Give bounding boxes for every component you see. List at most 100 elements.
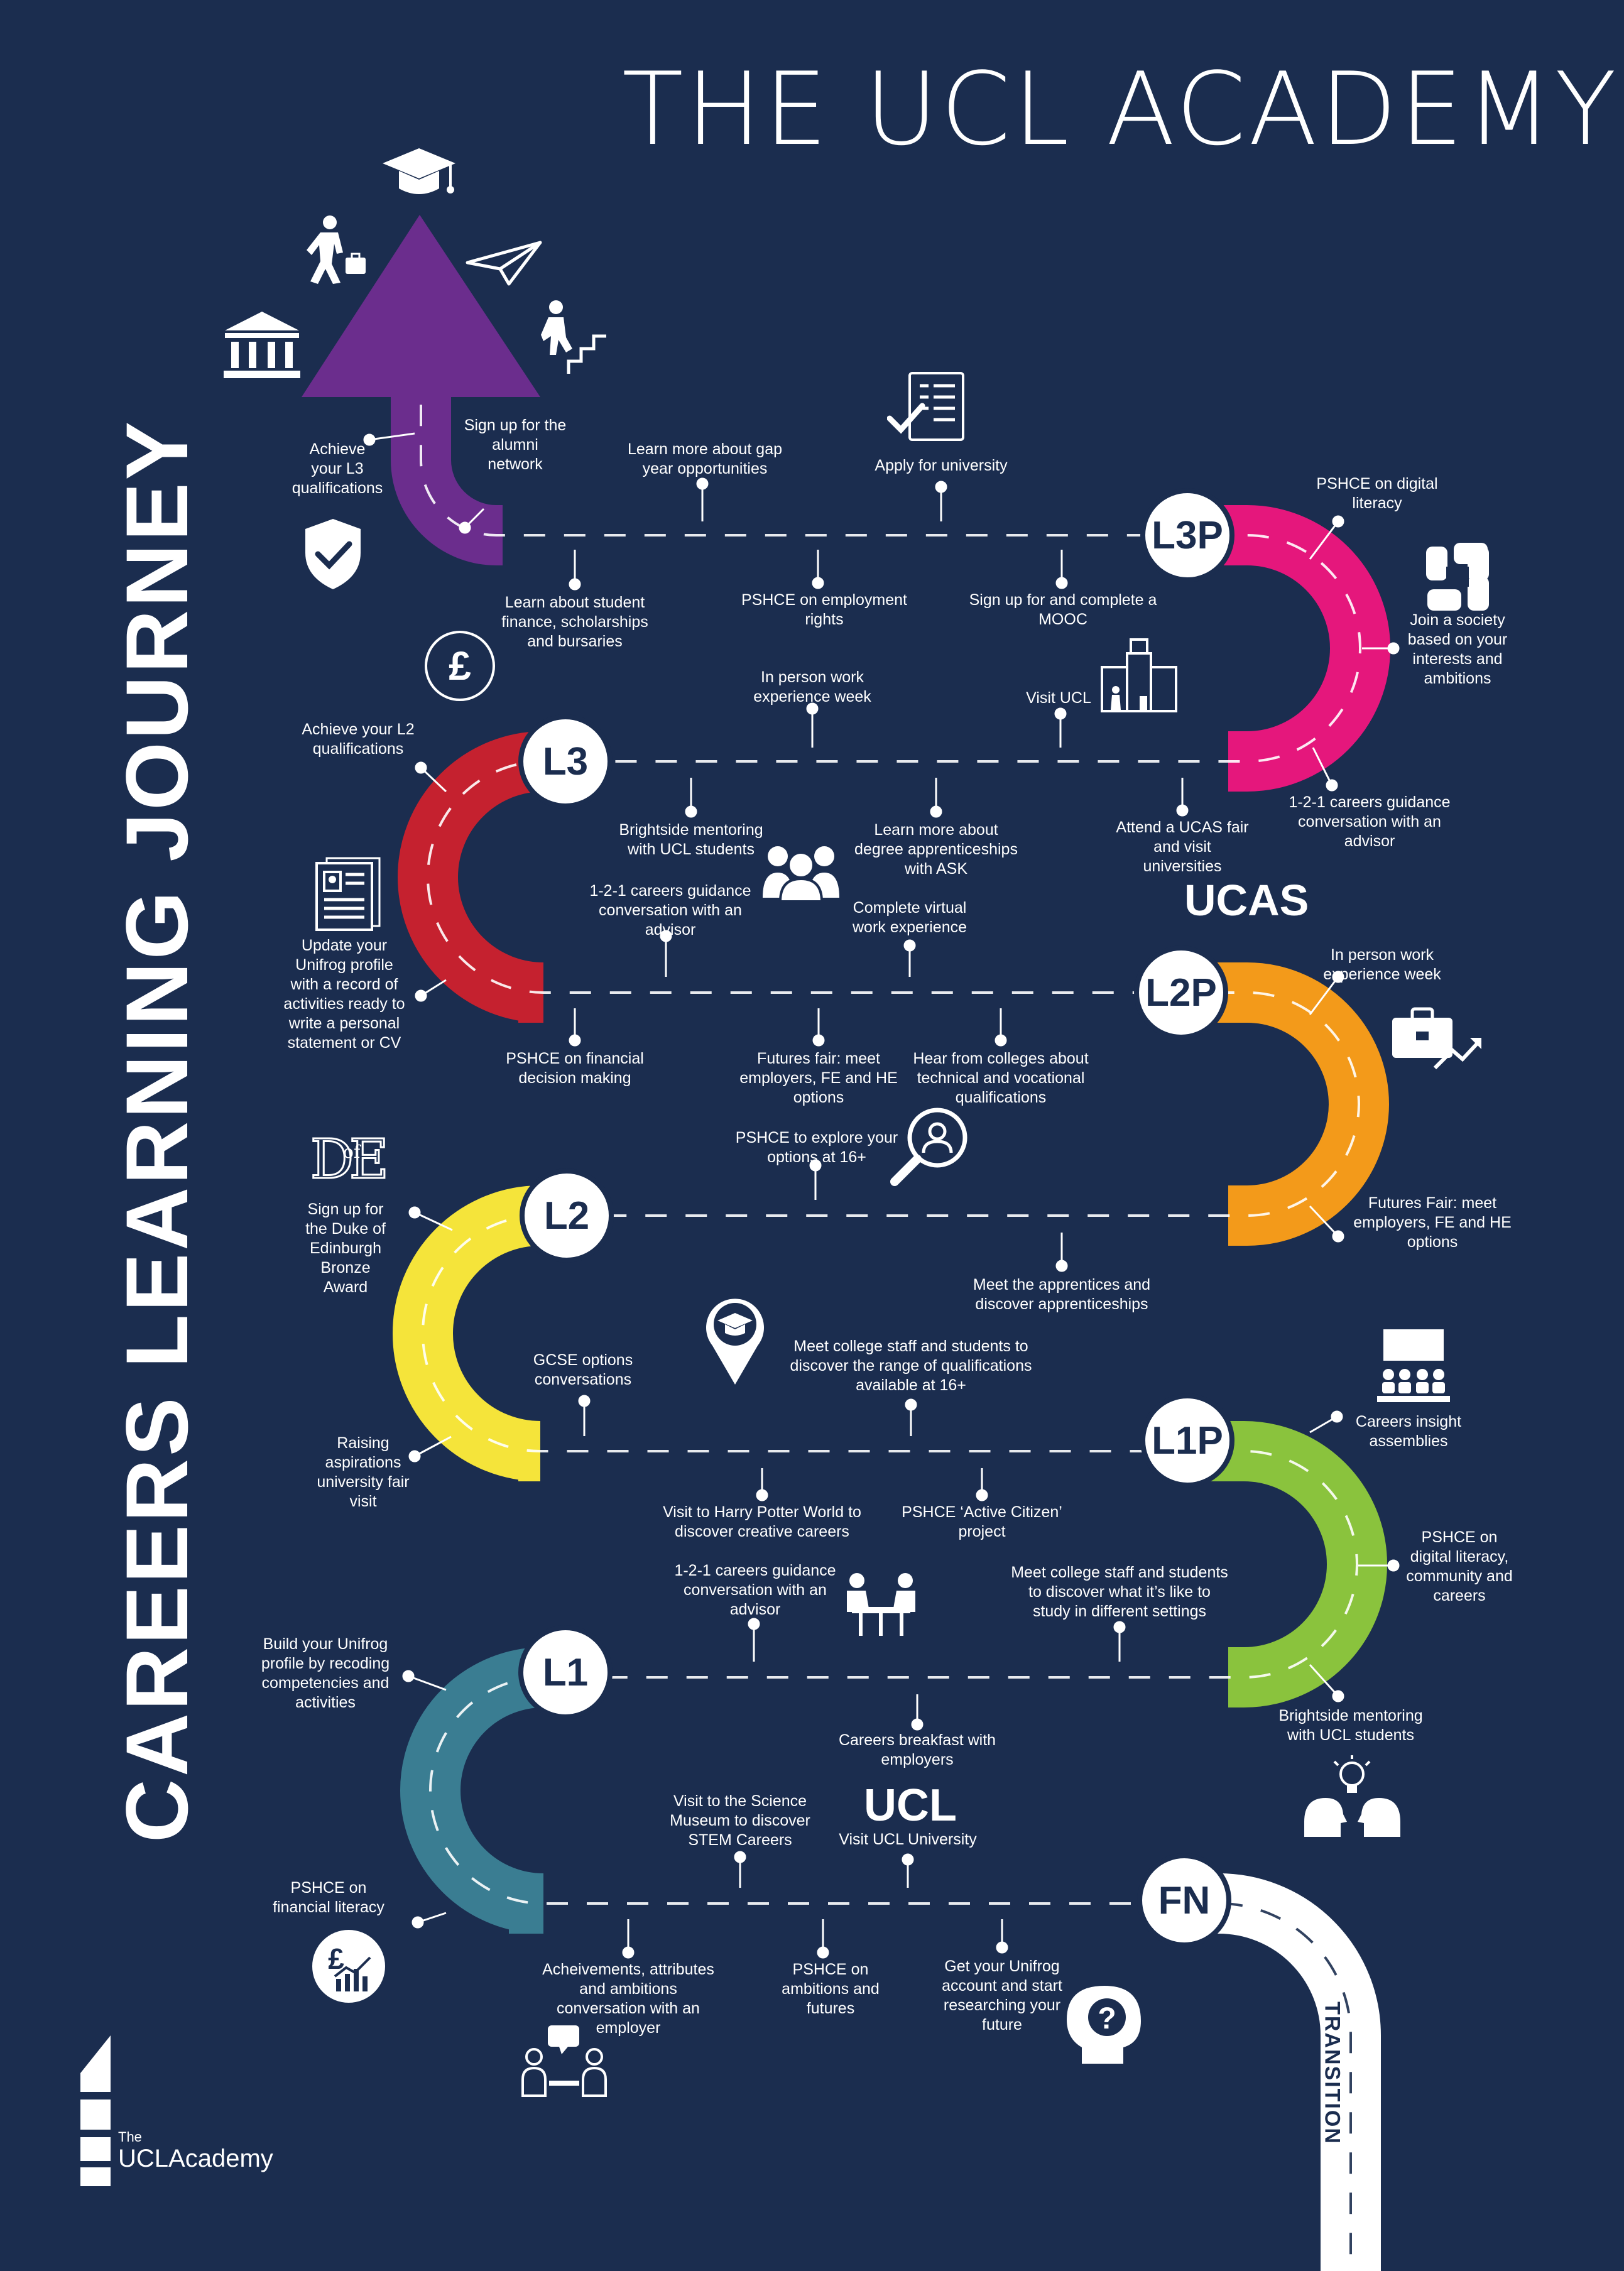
badge-l2p: L2P (1134, 945, 1228, 1040)
label-l2-achieve: Achieve your L2 qualifications (302, 721, 415, 758)
label-active-citizen: PSHCE ‘Active Citizen’ project (902, 1503, 1062, 1540)
footer-logo-main: UCLAcademy (118, 2145, 273, 2172)
connector-dot (806, 702, 819, 715)
label-financial-literacy: PSHCE on financial literacy (273, 1879, 384, 1916)
connector-line (1309, 1664, 1339, 1697)
label-virtual-work: Complete virtual work experience (852, 899, 967, 936)
label-college-settings: Meet college staff and students to disco… (1011, 1564, 1228, 1620)
label-visit-ucl-uni: Visit UCL University (839, 1831, 977, 1848)
connector-dot (817, 1946, 829, 1959)
label-inperson-l2p: In person work experience week (1323, 946, 1441, 983)
label-raising-aspirations: Raising aspirations university fair visi… (317, 1434, 410, 1510)
transition-label: TRANSITION (1320, 2001, 1344, 2145)
connector-dot (696, 477, 709, 490)
label-alumni: Sign up for the alumni network (464, 417, 567, 473)
svg-text:£: £ (449, 643, 471, 689)
connector-dot (996, 1941, 1008, 1954)
badge-l3p: L3P (1140, 488, 1234, 582)
label-guidance-l1: 1-2-1 careers guidance conversation with… (674, 1562, 836, 1618)
connector-dot (1332, 1230, 1344, 1243)
connector-dot (363, 433, 376, 446)
connector-dot (812, 1034, 825, 1047)
label-achievements: Acheivements, attributes and ambitions c… (542, 1961, 714, 2037)
checklist-icon (887, 372, 964, 441)
label-pshce-employment: PSHCE on employment rights (741, 591, 908, 628)
svg-text:E: E (349, 1128, 389, 1184)
label-pshce-financial-decision: PSHCE on financial decision making (506, 1050, 644, 1087)
connector-dot (1054, 707, 1067, 720)
badge-l3: L3 (518, 714, 613, 809)
label-apply-uni: Apply for university (875, 457, 1008, 474)
connector-line (1312, 747, 1333, 786)
footer-logo-small: The (118, 2129, 142, 2145)
paper-plane-icon (466, 241, 542, 286)
connector-dot (402, 1670, 415, 1682)
connector-line (1309, 521, 1339, 560)
connector-line (1309, 976, 1339, 1015)
connector-dot (903, 939, 916, 952)
connector-line (1309, 1205, 1339, 1238)
connector-dot (812, 577, 824, 589)
side-title: CAREERS LEARNING JOURNEY (107, 418, 206, 1843)
label-unifrog-account: Get your Unifrog account and start resea… (942, 1958, 1062, 2034)
connector-dot (902, 1853, 914, 1866)
label-apprenticeships-ask: Learn more about degree apprenticeships … (854, 821, 1018, 878)
connector-dot (1326, 779, 1338, 792)
conversation-icon (521, 2025, 607, 2097)
label-gap-year: Learn more about gap year opportunities (627, 440, 783, 477)
label-visit-ucl: Visit UCL (1026, 689, 1091, 707)
svg-text:?: ? (1098, 2002, 1116, 2035)
badge-fn: FN (1137, 1853, 1231, 1947)
connector-dot (1113, 1621, 1126, 1633)
connector-dot (748, 1618, 760, 1630)
label-harry-potter: Visit to Harry Potter World to discover … (663, 1503, 861, 1540)
badge-l1p: L1P (1140, 1393, 1234, 1488)
connector-dot (1331, 1410, 1343, 1423)
label-student-finance: Learn about student finance, scholarship… (501, 594, 648, 650)
lightbulb-heads-icon (1304, 1755, 1400, 1837)
connector-dot (660, 930, 672, 942)
label-society: Join a society based on your interests a… (1407, 611, 1508, 687)
connector-dot (569, 1034, 581, 1047)
location-pin-cap-icon (706, 1299, 764, 1385)
label-insight-assemblies: Careers insight assemblies (1355, 1413, 1462, 1450)
briefcase-growth-icon (1392, 1007, 1482, 1070)
connector-dot (911, 1718, 924, 1731)
label-futures-fair-l2: Futures Fair: meet employers, FE and HE … (1353, 1194, 1512, 1251)
connector-dot (935, 481, 947, 493)
climbing-stairs-icon (541, 300, 606, 374)
connector-dot (930, 805, 942, 818)
audience-screen-icon (1377, 1329, 1450, 1402)
connector-dot (1332, 971, 1344, 983)
connector-dot (411, 1916, 424, 1929)
hands-together-icon (1426, 543, 1489, 611)
meeting-table-icon (847, 1573, 915, 1636)
label-pshce-community: PSHCE on digital literacy, community and… (1406, 1528, 1513, 1604)
connector-dot (809, 1159, 822, 1172)
cv-document-icon (315, 857, 381, 931)
graduation-cap-icon (383, 148, 455, 194)
search-person-icon (890, 1108, 967, 1186)
connector-dot (569, 578, 581, 591)
badge-l2: L2 (520, 1168, 614, 1263)
connector-dot (995, 1034, 1007, 1047)
brain-question-icon: ? (1067, 1986, 1141, 2064)
businessman-icon (307, 215, 366, 284)
page-title: THE UCL ACADEMY (622, 50, 1619, 168)
connector-dot (976, 1489, 988, 1501)
connector-dot (734, 1851, 746, 1863)
connector-dot (756, 1489, 768, 1501)
label-guidance-l3p: 1-2-1 careers guidance conversation with… (1289, 793, 1451, 850)
connector-dot (408, 1206, 421, 1219)
label-inperson-l3: In person work experience week (753, 668, 871, 705)
connector-line (408, 1675, 447, 1691)
connector-dot (578, 1395, 591, 1407)
label-build-unifrog: Build your Unifrog profile by recoding c… (261, 1635, 390, 1711)
connector-dot (905, 1398, 917, 1411)
label-brightside-l3: Brightside mentoring with UCL students (619, 821, 763, 858)
label-brightside-l1p: Brightside mentoring with UCL students (1278, 1707, 1423, 1744)
connector-line (414, 1435, 452, 1457)
label-colleges-technical: Hear from colleges about technical and v… (913, 1050, 1089, 1106)
connector-dot (1332, 1690, 1344, 1702)
footer-logo-text: The UCLAcademy (118, 2129, 273, 2173)
